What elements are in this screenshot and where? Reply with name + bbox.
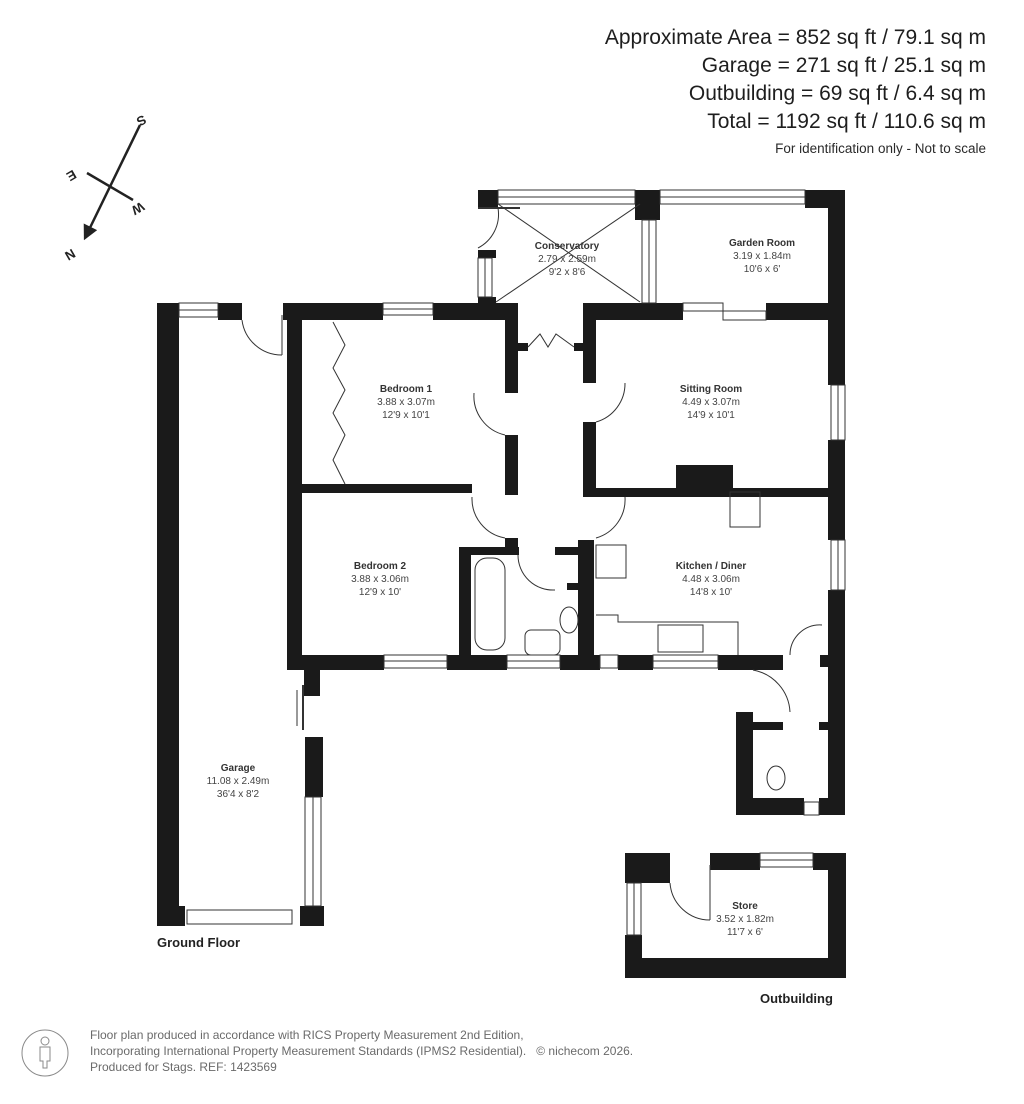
walls xyxy=(157,190,846,978)
svg-text:Garage: Garage xyxy=(221,763,256,774)
svg-text:11.08 x 2.49m: 11.08 x 2.49m xyxy=(207,776,270,787)
svg-text:3.52 x 1.82m: 3.52 x 1.82m xyxy=(716,914,774,925)
footer-line-2: Incorporating International Property Mea… xyxy=(90,1044,527,1058)
room-garden-room: Garden Room 3.19 x 1.84m 10'6 x 6' xyxy=(729,238,795,275)
svg-text:2.79 x 2.59m: 2.79 x 2.59m xyxy=(538,254,596,265)
room-bedroom-2: Bedroom 2 3.88 x 3.06m 12'9 x 10' xyxy=(351,561,409,598)
svg-text:Sitting Room: Sitting Room xyxy=(680,384,742,395)
svg-text:9'2 x 8'6: 9'2 x 8'6 xyxy=(549,267,586,278)
footer-copyright: © nichecom 2026. xyxy=(536,1044,634,1058)
svg-text:Kitchen / Diner: Kitchen / Diner xyxy=(676,561,747,572)
svg-text:Store: Store xyxy=(732,901,758,912)
svg-text:Bedroom 1: Bedroom 1 xyxy=(380,384,433,395)
svg-text:11'7 x 6': 11'7 x 6' xyxy=(727,927,763,938)
compass-icon: S E W N xyxy=(62,112,149,264)
footer-line-3: Produced for Stags. REF: 1423569 xyxy=(90,1060,277,1074)
ground-floor-label: Ground Floor xyxy=(157,935,241,950)
room-bedroom-1: Bedroom 1 3.88 x 3.07m 12'9 x 10'1 xyxy=(377,384,435,421)
room-kitchen-diner: Kitchen / Diner 4.48 x 3.06m 14'8 x 10' xyxy=(676,561,747,598)
svg-text:Conservatory: Conservatory xyxy=(535,241,600,252)
windows-and-fixtures xyxy=(178,189,846,936)
footer: Floor plan produced in accordance with R… xyxy=(22,1027,633,1075)
svg-text:Bedroom 2: Bedroom 2 xyxy=(354,561,407,572)
outbuilding-area: Outbuilding = 69 sq ft / 6.4 sq m xyxy=(688,82,986,105)
svg-text:10'6 x 6': 10'6 x 6' xyxy=(744,264,781,275)
footer-line-1: Floor plan produced in accordance with R… xyxy=(90,1028,524,1042)
scale-disclaimer: For identification only - Not to scale xyxy=(775,141,986,156)
svg-text:3.88 x 3.07m: 3.88 x 3.07m xyxy=(377,397,435,408)
compass-east: E xyxy=(64,167,79,184)
approximate-area: Approximate Area = 852 sq ft / 79.1 sq m xyxy=(604,26,986,49)
garage-area: Garage = 271 sq ft / 25.1 sq m xyxy=(701,54,986,77)
person-icon xyxy=(21,1029,69,1077)
total-area: Total = 1192 sq ft / 110.6 sq m xyxy=(707,110,986,133)
room-garage: Garage 11.08 x 2.49m 36'4 x 8'2 xyxy=(207,763,270,800)
svg-text:Garden Room: Garden Room xyxy=(729,238,795,249)
svg-text:14'8 x 10': 14'8 x 10' xyxy=(690,587,732,598)
room-store: Store 3.52 x 1.82m 11'7 x 6' xyxy=(716,901,774,938)
svg-text:36'4 x 8'2: 36'4 x 8'2 xyxy=(217,789,260,800)
compass-west: W xyxy=(128,199,147,218)
svg-text:12'9 x 10'1: 12'9 x 10'1 xyxy=(382,410,430,421)
svg-text:4.48 x 3.06m: 4.48 x 3.06m xyxy=(682,574,740,585)
room-conservatory: Conservatory 2.79 x 2.59m 9'2 x 8'6 xyxy=(535,241,600,278)
compass-north: N xyxy=(62,246,78,264)
svg-text:12'9 x 10': 12'9 x 10' xyxy=(359,587,401,598)
area-summary: Approximate Area = 852 sq ft / 79.1 sq m… xyxy=(605,24,986,160)
svg-text:3.19 x 1.84m: 3.19 x 1.84m xyxy=(733,251,791,262)
outbuilding-label: Outbuilding xyxy=(760,991,833,1006)
svg-text:3.88 x 3.06m: 3.88 x 3.06m xyxy=(351,574,409,585)
svg-text:4.49 x 3.07m: 4.49 x 3.07m xyxy=(682,397,740,408)
room-sitting-room: Sitting Room 4.49 x 3.07m 14'9 x 10'1 xyxy=(680,384,742,421)
compass-south: S xyxy=(134,112,149,129)
svg-text:14'9 x 10'1: 14'9 x 10'1 xyxy=(687,410,735,421)
